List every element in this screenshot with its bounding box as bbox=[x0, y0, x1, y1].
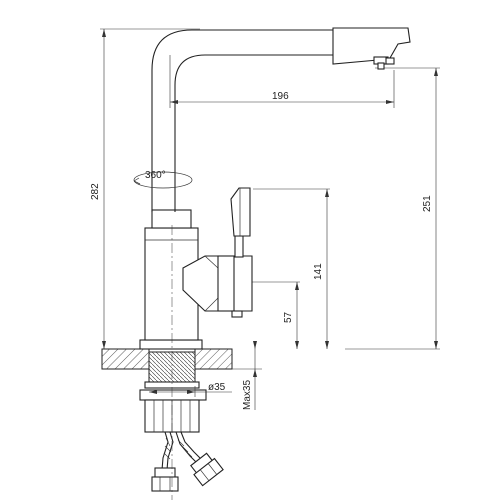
spout bbox=[151, 27, 411, 212]
dimension-196-label: 196 bbox=[272, 91, 289, 102]
dimension-282-label: 282 bbox=[90, 183, 101, 200]
dimension-diameter-label: ø35 bbox=[208, 382, 226, 393]
faucet-body bbox=[139, 209, 203, 350]
dimension-251: 251 bbox=[422, 68, 438, 349]
dimension-diameter: ø35 bbox=[149, 382, 232, 397]
dimension-196: 196 bbox=[170, 91, 394, 104]
dimension-max35-label: Max35 bbox=[242, 380, 253, 410]
dimension-251-label: 251 bbox=[422, 195, 433, 212]
supply-hoses bbox=[151, 431, 224, 492]
handle bbox=[182, 187, 253, 318]
rotation-indicator: 360° bbox=[133, 170, 193, 189]
dimension-max35: Max35 bbox=[232, 341, 262, 410]
dimension-141: 141 bbox=[313, 189, 329, 349]
counter-top bbox=[101, 348, 233, 370]
dimension-57-label: 57 bbox=[283, 311, 294, 323]
rotation-label: 360° bbox=[145, 170, 166, 181]
dimension-282: 282 bbox=[90, 29, 106, 349]
extension-lines bbox=[100, 28, 440, 350]
dimension-141-label: 141 bbox=[313, 263, 324, 280]
dimension-57: 57 bbox=[283, 282, 299, 349]
